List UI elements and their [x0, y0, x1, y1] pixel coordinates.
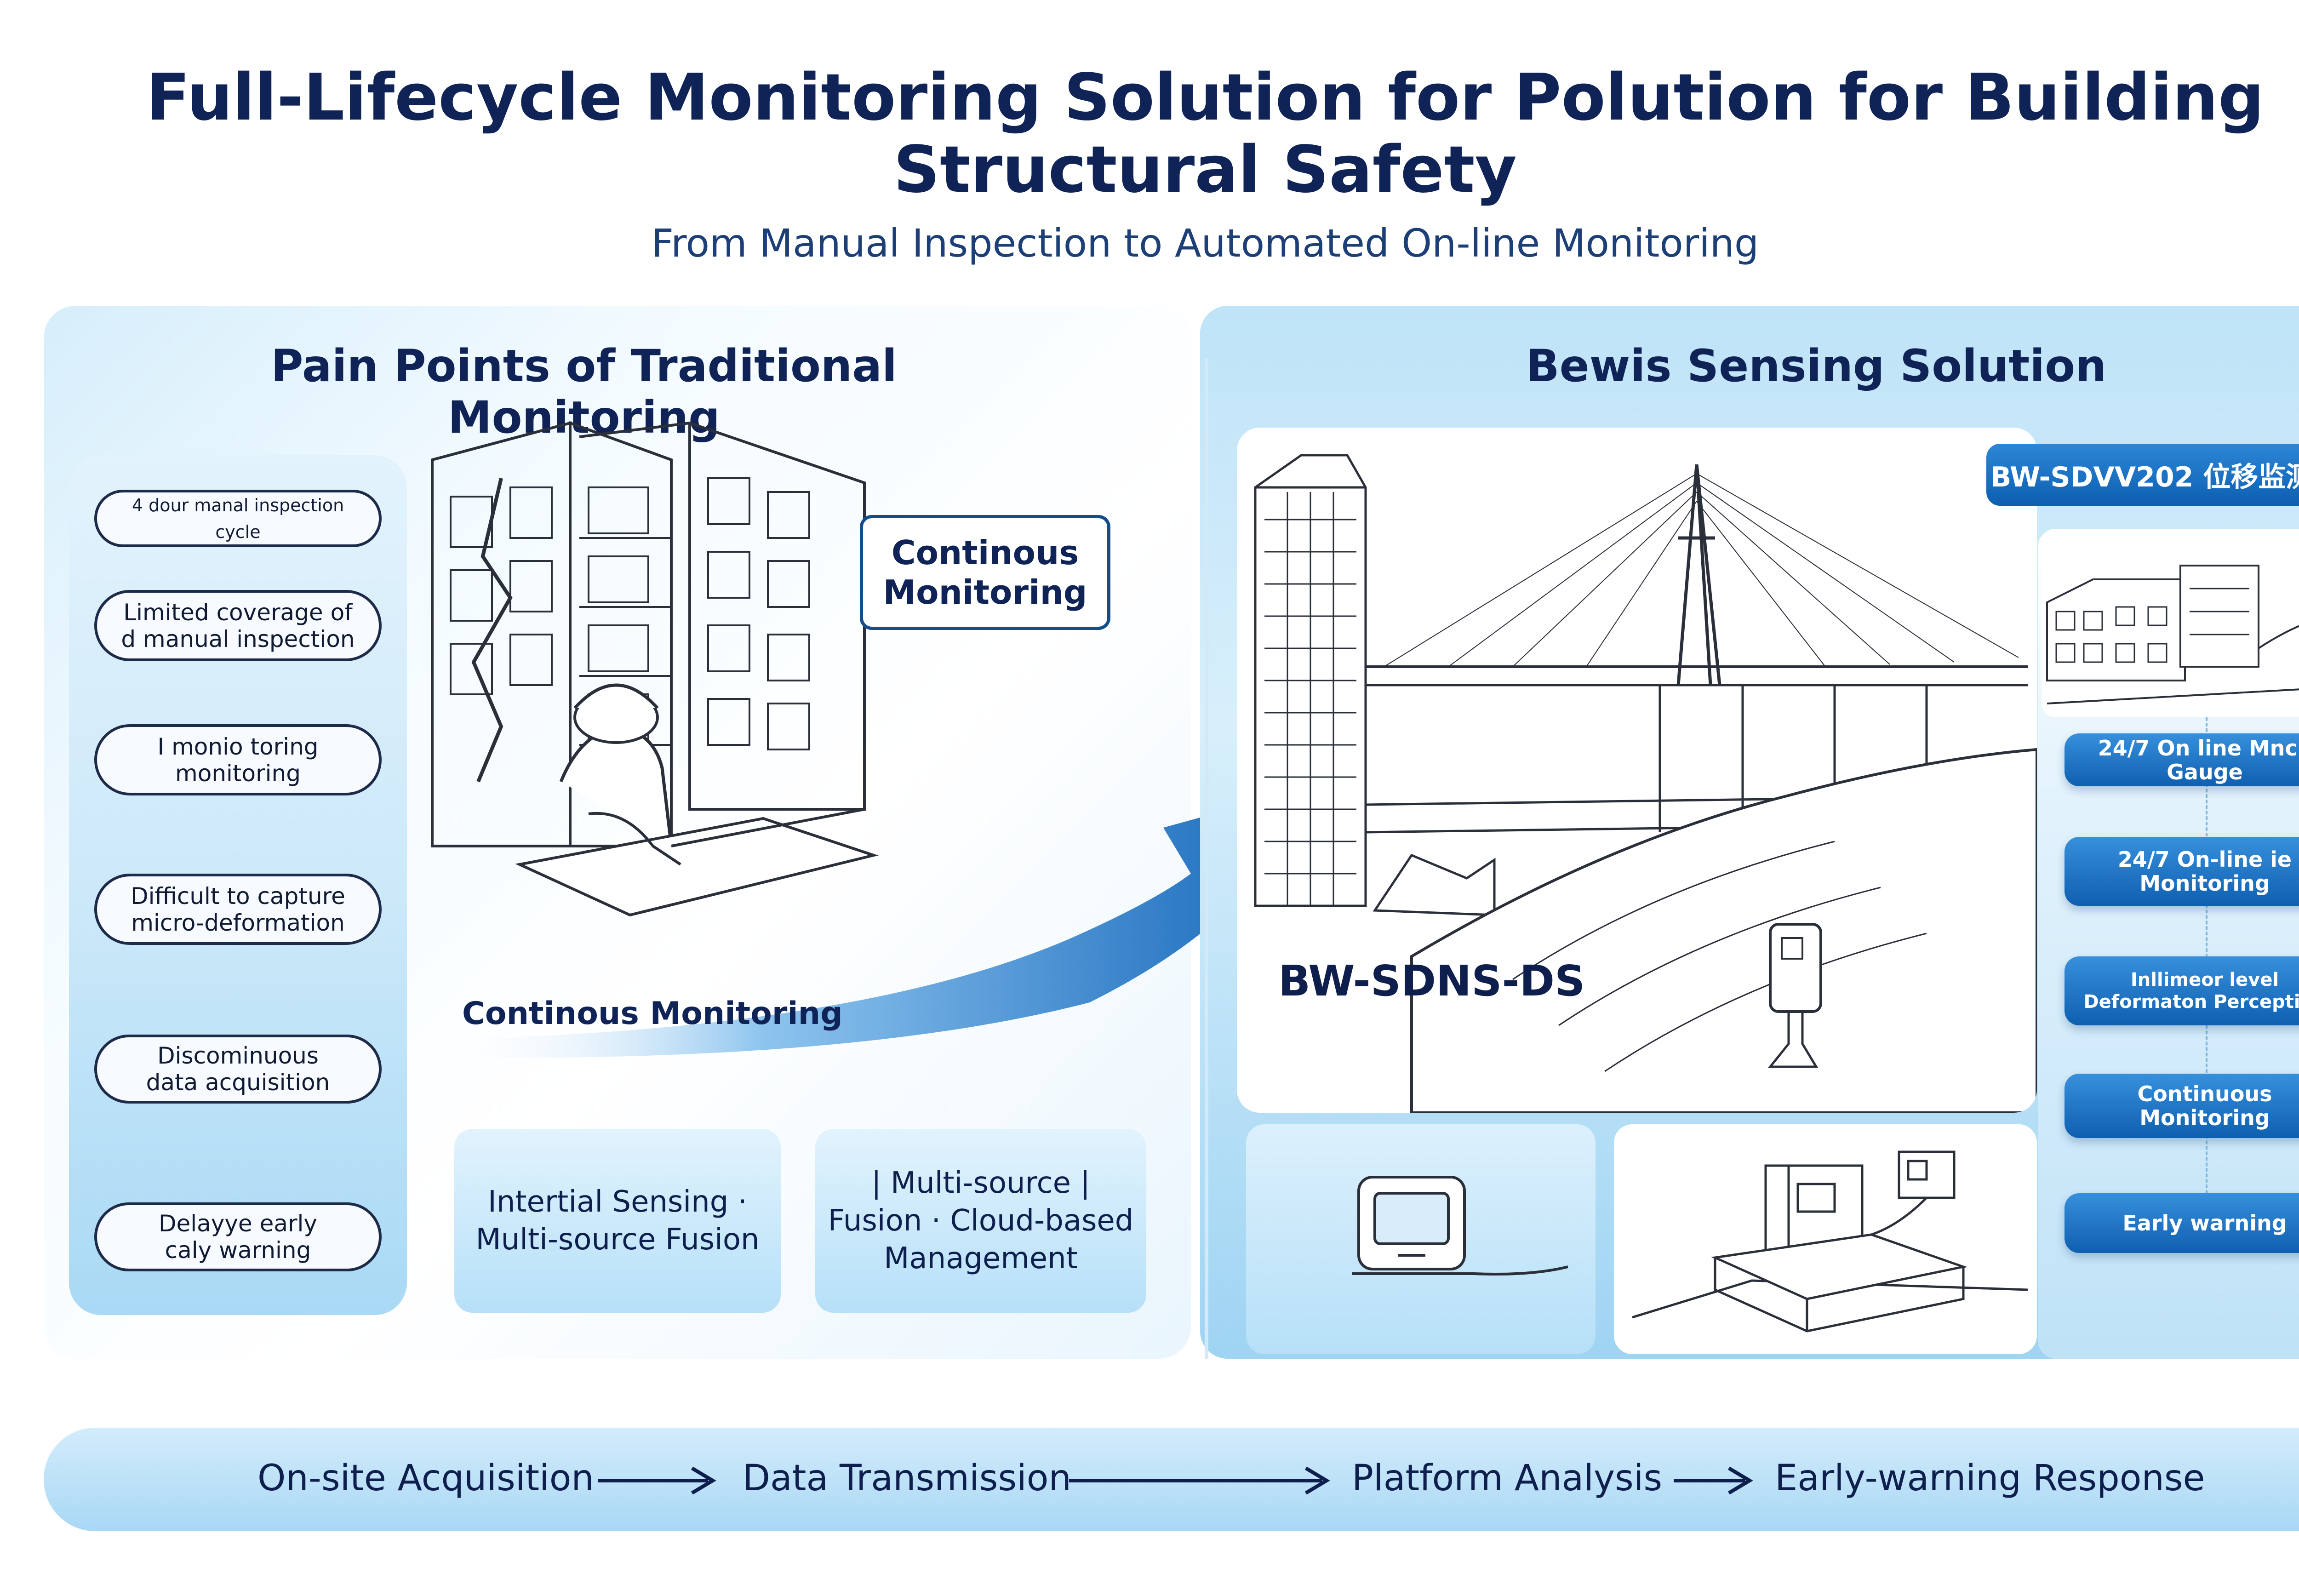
control-box-icon: [1632, 1150, 2028, 1333]
workflow-step-acquisition: On-site Acquisition: [257, 1458, 594, 1499]
pain-point-monitoring: I monio toring monitoring: [94, 724, 382, 795]
arrow-right-icon: [1674, 1466, 1753, 1495]
page-title-line1: Full-Lifecycle Monitoring Solution for P…: [146, 60, 2265, 135]
feature-online-monitoring: 24/7 On-line ie Monitoring: [2065, 837, 2299, 906]
feature-deformation-perception: Inllimeor level Deformaton Perception: [2065, 956, 2299, 1025]
sensor-device-icon: [1352, 1176, 1568, 1276]
control-box-card: [1614, 1124, 2037, 1354]
section-divider: [1205, 359, 1208, 1359]
arrow-right-icon: [598, 1466, 716, 1495]
scene-model-label: BW-SDNS-DS: [1278, 956, 1585, 1006]
building-bridge-illustration: [1254, 454, 2037, 1113]
arrow-label: Continous Monitoring: [462, 995, 843, 1032]
workflow-step-analysis: Platform Analysis: [1352, 1458, 1663, 1499]
pain-point-micro-deformation: Difficult to capture micro-deformation: [94, 874, 382, 945]
model-badge: BW-SDVV202 位移监测球: [1986, 444, 2299, 506]
site-illustration: [2042, 529, 2299, 717]
building-worker-illustration: [431, 421, 879, 917]
continous-monitoring-callout: Continous Monitoring: [860, 515, 1110, 630]
bewis-solution-heading: Bewis Sensing Solution: [1526, 340, 2107, 392]
feature-online-gauge: 24/7 On line Mnck Gauge: [2065, 733, 2299, 786]
pain-point-inspection-cycle: 4 dour manal inspection cycle: [94, 490, 382, 547]
pain-point-discontinuous-data: Discominuous data acquisition: [94, 1035, 382, 1104]
pain-point-limited-coverage: Limited coverage of d manual inspection: [94, 590, 382, 661]
pain-point-delayed-warning: Delayye early caly warning: [94, 1202, 382, 1271]
workflow-step-transmission: Data Transmission: [743, 1458, 1071, 1499]
feature-inertial-sensing: Intertial Sensing · Multi-source Fusion: [454, 1129, 781, 1313]
arrow-right-icon: [1069, 1466, 1330, 1495]
workflow-step-response: Early-warning Response: [1775, 1458, 2205, 1499]
feature-multi-source-fusion: | Multi-source | Fusion · Cloud-based Ma…: [815, 1129, 1146, 1313]
page-title-line2: Structural Safety: [893, 132, 1517, 207]
feature-early-warning: Early warning: [2065, 1193, 2299, 1253]
page-subtitle: From Manual Inspection to Automated On-l…: [651, 221, 1759, 266]
pain-points-heading: Pain Points of Traditional Monitoring: [271, 340, 897, 443]
feature-continuous-monitoring: Continuous Monitoring: [2065, 1074, 2299, 1138]
infrastructure-scene-card: [1237, 428, 2037, 1113]
sensor-device-card: [1246, 1124, 1596, 1354]
